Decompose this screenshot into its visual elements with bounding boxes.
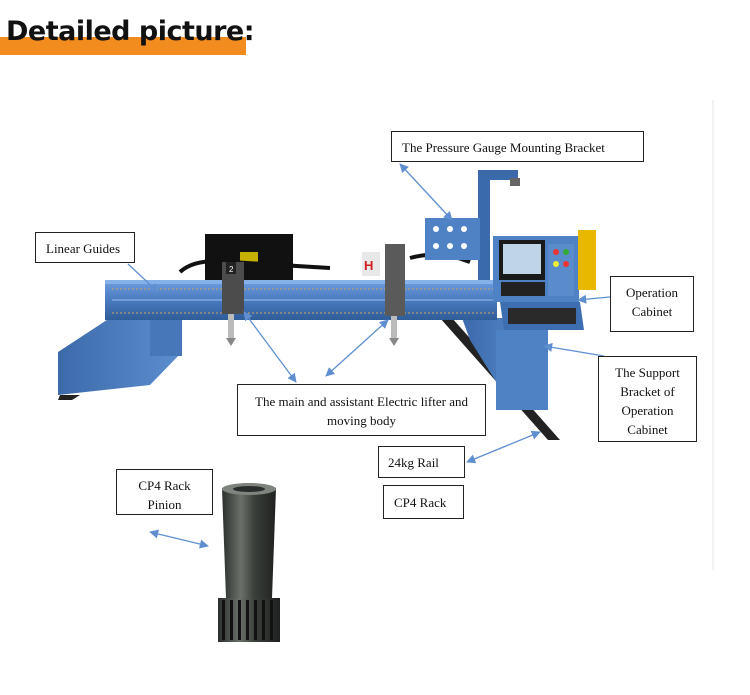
label-text-line4: Cabinet — [627, 422, 668, 437]
label-pinion: CP4 Rack Pinion — [116, 469, 213, 515]
arrow-linear-guides — [127, 263, 159, 293]
arrow-pinion — [149, 529, 209, 549]
label-text-line2: moving body — [327, 413, 396, 428]
arrow-main-lifter — [243, 311, 297, 383]
label-operation-cabinet: Operation Cabinet — [610, 276, 694, 332]
arrow-pressure-gauge — [399, 163, 453, 221]
gantry-beam — [105, 280, 497, 320]
right-end-carriage — [462, 318, 548, 410]
header-title: Detailed picture: — [6, 16, 255, 47]
pinion-photo — [210, 482, 287, 650]
label-text: 24kg Rail — [388, 455, 439, 470]
label-rail: 24kg Rail — [378, 446, 465, 478]
label-text: CP4 Rack — [394, 495, 447, 510]
assistant-electric-lifter: H — [362, 244, 405, 346]
pressure-gauge-bracket — [425, 170, 520, 282]
label-linear-guides: Linear Guides — [35, 232, 135, 263]
label-pressure-gauge-bracket: The Pressure Gauge Mounting Bracket — [391, 131, 644, 162]
label-support-bracket: The Support Bracket of Operation Cabinet — [598, 356, 697, 442]
pointer-arrows — [127, 163, 621, 549]
main-electric-lifter: 2 — [222, 262, 244, 346]
label-text: The Pressure Gauge Mounting Bracket — [402, 140, 605, 155]
operation-cabinet — [493, 230, 596, 330]
photo-edge — [712, 100, 714, 570]
label-text-line3: Operation — [621, 403, 674, 418]
label-text-line1: The main and assistant Electric lifter a… — [255, 394, 468, 409]
arrow-assistant-lifter — [325, 319, 389, 377]
label-text-line2: Pinion — [147, 497, 182, 512]
label-text: Linear Guides — [46, 241, 121, 256]
header-accent-bar — [0, 37, 246, 55]
label-text-line1: Operation — [626, 285, 678, 300]
arrow-rail — [466, 430, 541, 464]
arrow-support-bracket — [543, 342, 605, 357]
label-text-line2: Cabinet — [631, 304, 673, 319]
pinion-teeth — [222, 600, 273, 640]
lifter-number-tag: 2 — [229, 265, 234, 274]
label-electric-lifter: The main and assistant Electric lifter a… — [237, 384, 486, 436]
label-text-line1: CP4 Rack — [138, 478, 191, 493]
brand-logo-text: H — [364, 258, 373, 273]
label-text-line2: Bracket of — [620, 384, 675, 399]
label-text-line1: The Support — [615, 365, 680, 380]
label-rack: CP4 Rack — [383, 485, 464, 519]
